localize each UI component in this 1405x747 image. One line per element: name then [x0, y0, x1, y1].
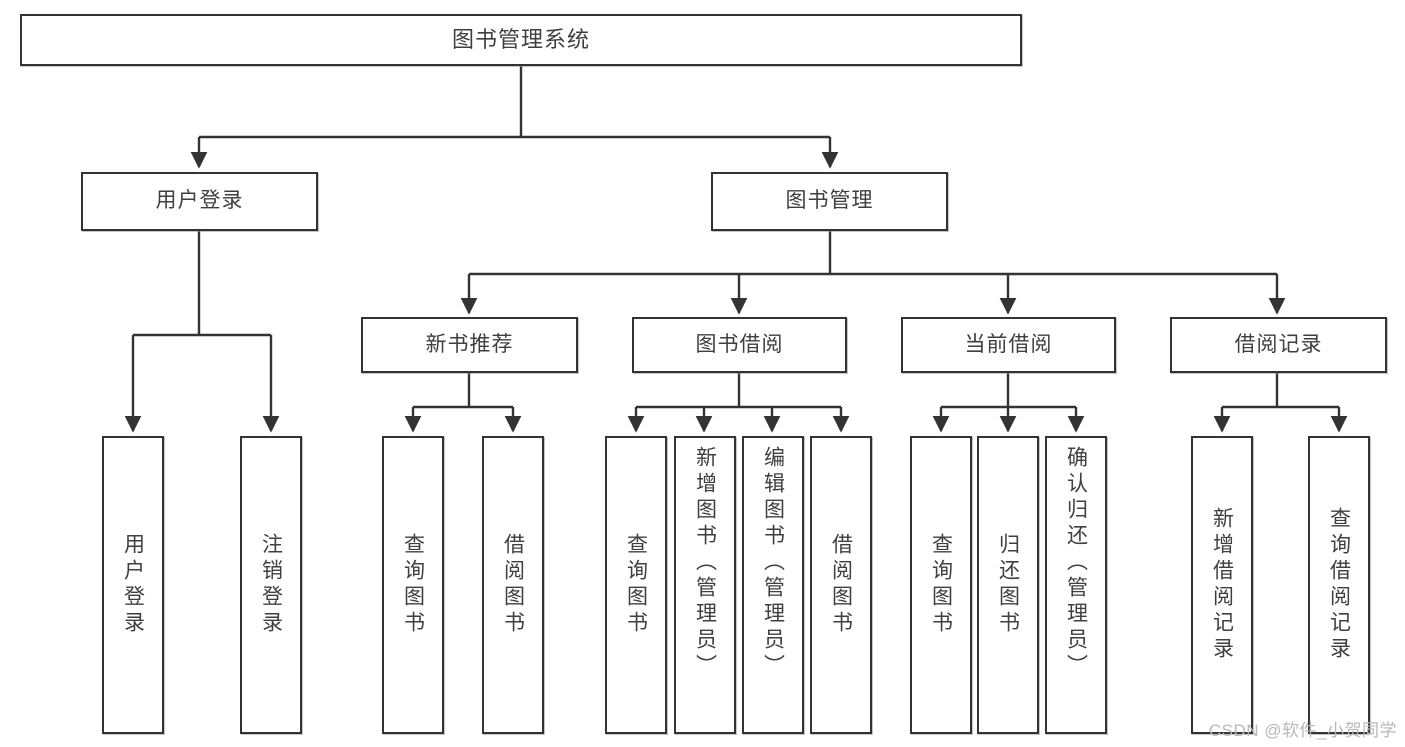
- node-leaf-edit-book-admin[interactable]: 编辑图书（管理员）: [742, 436, 804, 734]
- node-label: 图书管理: [785, 189, 874, 213]
- node-current-borrow[interactable]: 当前借阅: [901, 317, 1116, 373]
- node-label: 借阅记录: [1234, 332, 1323, 356]
- watermark-text: CSDN @软件_小贺同学: [1208, 721, 1397, 740]
- node-book-management[interactable]: 图书管理: [711, 172, 948, 231]
- node-new-book-recommend[interactable]: 新书推荐: [361, 317, 578, 373]
- node-label: 用户登录: [121, 533, 145, 637]
- node-label: 新增借阅记录: [1210, 507, 1234, 663]
- node-leaf-borrow-book-new[interactable]: 借阅图书: [482, 436, 544, 734]
- node-label: 借阅图书: [501, 533, 525, 637]
- node-label: 注销登录: [259, 533, 283, 637]
- node-label: 新书推荐: [425, 332, 514, 356]
- node-leaf-query-book-new[interactable]: 查询图书: [382, 436, 444, 734]
- node-leaf-query-borrow-record[interactable]: 查询借阅记录: [1308, 436, 1370, 734]
- node-leaf-query-book-current[interactable]: 查询图书: [910, 436, 972, 734]
- node-leaf-user-login[interactable]: 用户登录: [102, 436, 164, 734]
- node-label: 当前借阅: [964, 332, 1053, 356]
- node-leaf-logout[interactable]: 注销登录: [240, 436, 302, 734]
- node-label: 查询图书: [929, 533, 953, 637]
- node-label: 归还图书: [996, 533, 1020, 637]
- node-label: 查询借阅记录: [1327, 507, 1351, 663]
- node-label: 用户登录: [155, 189, 244, 213]
- node-root-book-management-system[interactable]: 图书管理系统: [20, 14, 1022, 66]
- node-label: 查询图书: [624, 533, 648, 637]
- node-label: 确认归还（管理员）: [1064, 446, 1088, 680]
- node-leaf-query-book-borrow[interactable]: 查询图书: [605, 436, 667, 734]
- node-label: 新增图书（管理员）: [693, 446, 717, 680]
- node-borrow-record[interactable]: 借阅记录: [1170, 317, 1387, 373]
- node-leaf-confirm-return-admin[interactable]: 确认归还（管理员）: [1045, 436, 1107, 734]
- node-leaf-add-borrow-record[interactable]: 新增借阅记录: [1191, 436, 1253, 734]
- node-label: 图书借阅: [695, 332, 784, 356]
- node-label: 编辑图书（管理员）: [761, 446, 785, 680]
- node-user-login[interactable]: 用户登录: [81, 172, 318, 231]
- node-leaf-return-book[interactable]: 归还图书: [977, 436, 1039, 734]
- node-label: 查询图书: [401, 533, 425, 637]
- node-book-borrow[interactable]: 图书借阅: [632, 317, 847, 373]
- node-leaf-borrow-book[interactable]: 借阅图书: [810, 436, 872, 734]
- node-label: 图书管理系统: [451, 27, 590, 53]
- node-leaf-add-book-admin[interactable]: 新增图书（管理员）: [674, 436, 736, 734]
- node-label: 借阅图书: [829, 533, 853, 637]
